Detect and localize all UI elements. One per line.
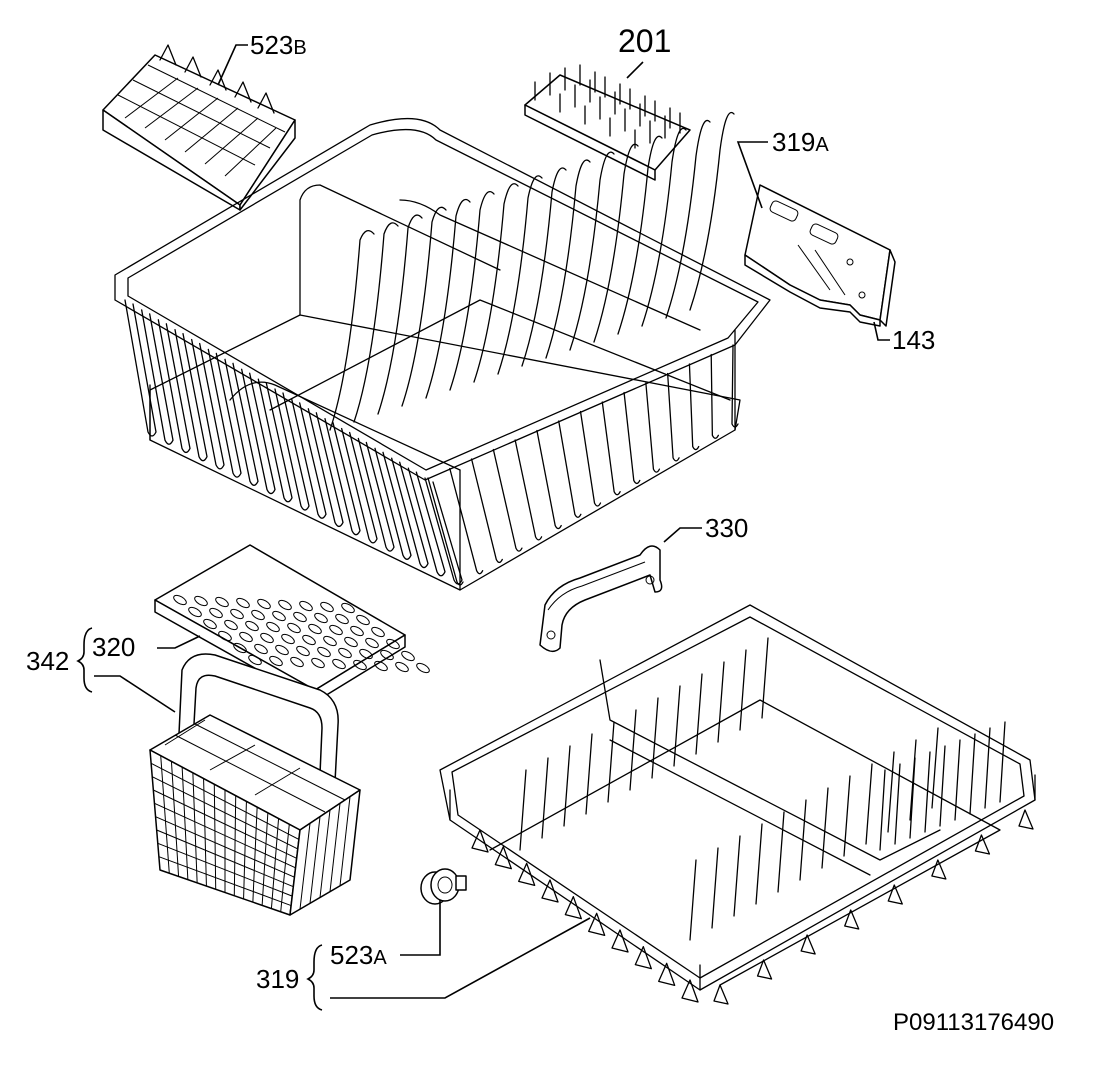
leader-lines [76,44,890,1011]
handle-330 [539,545,663,653]
cutlery-basket-342 [149,653,361,916]
label-319a: 319A [772,127,829,157]
label-320: 320 [92,632,135,662]
lower-basket [439,604,1036,1005]
label-319: 319 [256,964,299,994]
label-523b: 523B [250,30,307,60]
roller-523a [420,868,467,905]
label-523a: 523A [330,940,387,970]
spike-insert-201 [524,64,691,181]
label-342: 342 [26,646,69,676]
upper-basket [114,111,771,591]
label-143: 143 [892,325,935,355]
label-201: 201 [618,23,671,59]
drawing-code: P09113176490 [893,1009,1054,1036]
label-330: 330 [705,513,748,543]
rail-319a [744,184,896,327]
comb-insert-523b [102,44,296,211]
